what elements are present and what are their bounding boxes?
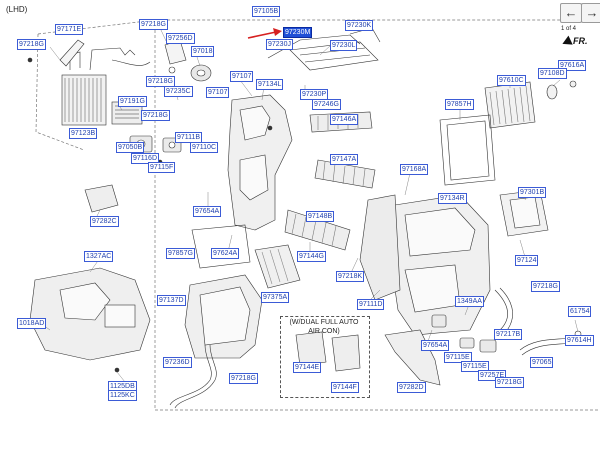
part-label-1327ac[interactable]: 1327AC xyxy=(84,251,114,262)
note-doors-part xyxy=(295,331,361,372)
part-label-97218g[interactable]: 97218G xyxy=(139,19,168,30)
part-label-97614h[interactable]: 97614H xyxy=(565,335,594,346)
filter-part xyxy=(484,80,577,129)
part-label-97246g[interactable]: 97246G xyxy=(312,99,341,110)
main-case-part xyxy=(227,94,293,231)
part-label-97616a[interactable]: 97616A xyxy=(558,60,587,71)
dual-auto-aircon-note-box xyxy=(280,316,370,398)
page-indicator: 1 of 4 xyxy=(561,26,577,32)
part-label-97301b[interactable]: 97301B xyxy=(518,187,547,198)
part-label-97065[interactable]: 97065 xyxy=(530,357,554,368)
part-label-97191g[interactable]: 97191G xyxy=(118,96,147,107)
part-label-97148b[interactable]: 97148B xyxy=(306,211,335,222)
part-label-97105b[interactable]: 97105B xyxy=(252,6,281,17)
part-label-97218g[interactable]: 97218G xyxy=(17,39,46,50)
duct-bracket-part xyxy=(84,184,119,213)
part-label-97116d[interactable]: 97116D xyxy=(131,153,160,164)
part-label-97146a[interactable]: 97146A xyxy=(330,114,359,125)
part-label-97018[interactable]: 97018 xyxy=(191,46,215,57)
part-label-1349aa[interactable]: 1349AA xyxy=(455,296,484,307)
part-label-97235c[interactable]: 97235C xyxy=(164,86,193,97)
part-label-97230k[interactable]: 97230K xyxy=(345,20,374,31)
part-label-97168a[interactable]: 97168A xyxy=(400,164,429,175)
note-line-2: AIR CON) xyxy=(308,328,340,335)
part-label-97857h[interactable]: 97857H xyxy=(445,99,474,110)
part-label-97110c[interactable]: 97110C xyxy=(190,142,219,153)
pipe-bracket-part xyxy=(27,39,85,67)
part-label-61754[interactable]: 61754 xyxy=(568,306,592,317)
part-label-97282c[interactable]: 97282C xyxy=(90,216,119,227)
duct-part xyxy=(254,244,301,289)
part-label-97218g[interactable]: 97218G xyxy=(146,76,175,87)
part-label-97115e[interactable]: 97115E xyxy=(444,352,472,363)
part-label-97137d[interactable]: 97137D xyxy=(157,295,186,306)
part-label-97111d[interactable]: 97111D xyxy=(357,299,385,310)
front-direction-indicator: FR. xyxy=(560,35,598,49)
ptc-heater-part xyxy=(111,101,143,125)
part-label-97256d[interactable]: 97256D xyxy=(166,33,195,44)
arrow-left-icon: ← xyxy=(564,5,578,20)
right-case-part xyxy=(359,194,491,336)
part-label-97654a[interactable]: 97654A xyxy=(421,340,450,351)
part-label-97236d[interactable]: 97236D xyxy=(163,357,192,368)
front-label: FR. xyxy=(573,36,588,46)
drain-hose-part xyxy=(169,344,217,409)
part-label-97134l[interactable]: 97134L xyxy=(256,79,284,90)
part-label-97230m-highlighted[interactable]: 97230M xyxy=(283,27,313,38)
next-page-button[interactable]: → xyxy=(581,3,600,23)
part-label-97282d[interactable]: 97282D xyxy=(397,382,426,393)
part-label-97144e[interactable]: 97144E xyxy=(293,362,322,373)
part-label-97050b[interactable]: 97050B xyxy=(116,142,145,153)
part-label-97115f[interactable]: 97115F xyxy=(148,162,176,173)
part-label-97857g[interactable]: 97857G xyxy=(166,248,195,259)
note-line-1: (W/DUAL FULL AUTO xyxy=(289,319,359,326)
arrow-right-icon: → xyxy=(585,5,599,20)
red-pointer-arrow xyxy=(247,28,282,39)
part-label-97123b[interactable]: 97123B xyxy=(69,128,98,139)
bracket-part xyxy=(499,189,549,237)
part-label-97124[interactable]: 97124 xyxy=(515,255,539,266)
part-label-97134r[interactable]: 97134R xyxy=(438,193,467,204)
part-label-97144f[interactable]: 97144F xyxy=(331,382,359,393)
lower-case-part xyxy=(184,224,263,359)
part-label-97115e[interactable]: 97115E xyxy=(461,361,489,372)
part-label-97375a[interactable]: 97375A xyxy=(261,292,290,303)
front-arrow-icon xyxy=(560,35,573,49)
part-label-97144g[interactable]: 97144G xyxy=(297,251,326,262)
door-part xyxy=(284,111,376,251)
cover-frame-part xyxy=(439,114,496,186)
variant-label: (LHD) xyxy=(6,5,28,14)
part-label-97218g[interactable]: 97218G xyxy=(495,377,524,388)
small-actuator-part xyxy=(431,314,497,353)
part-label-97218g[interactable]: 97218G xyxy=(141,110,170,121)
part-label-97654a[interactable]: 97654A xyxy=(193,206,222,217)
part-label-97108d[interactable]: 97108D xyxy=(538,68,567,79)
part-label-97218k[interactable]: 97218K xyxy=(336,271,365,282)
part-label-97218g[interactable]: 97218G xyxy=(229,373,258,384)
part-label-97610c[interactable]: 97610C xyxy=(497,75,526,86)
part-label-97107[interactable]: 97107 xyxy=(230,71,254,82)
part-label-1125kc[interactable]: 1125KC xyxy=(108,390,137,401)
part-label-97111b[interactable]: 97111B xyxy=(175,132,203,143)
blower-housing-part xyxy=(29,267,151,373)
floor-duct-part xyxy=(384,329,441,386)
part-label-97624a[interactable]: 97624A xyxy=(211,248,240,259)
part-label-97217b[interactable]: 97217B xyxy=(494,329,523,340)
part-label-97171e[interactable]: 97171E xyxy=(55,24,84,35)
part-label-97147a[interactable]: 97147A xyxy=(330,154,359,165)
prev-page-button[interactable]: ← xyxy=(560,3,582,23)
heater-core-part xyxy=(61,47,151,126)
part-label-1018ad[interactable]: 1018AD xyxy=(17,318,47,329)
part-label-97230j[interactable]: 97230J xyxy=(266,39,293,50)
part-label-97107[interactable]: 97107 xyxy=(206,87,230,98)
part-label-97230l[interactable]: 97230L xyxy=(330,40,358,51)
part-label-97218g[interactable]: 97218G xyxy=(531,281,560,292)
blower-motor-part xyxy=(164,39,212,82)
part-label-97257e[interactable]: 97257E xyxy=(478,370,507,381)
